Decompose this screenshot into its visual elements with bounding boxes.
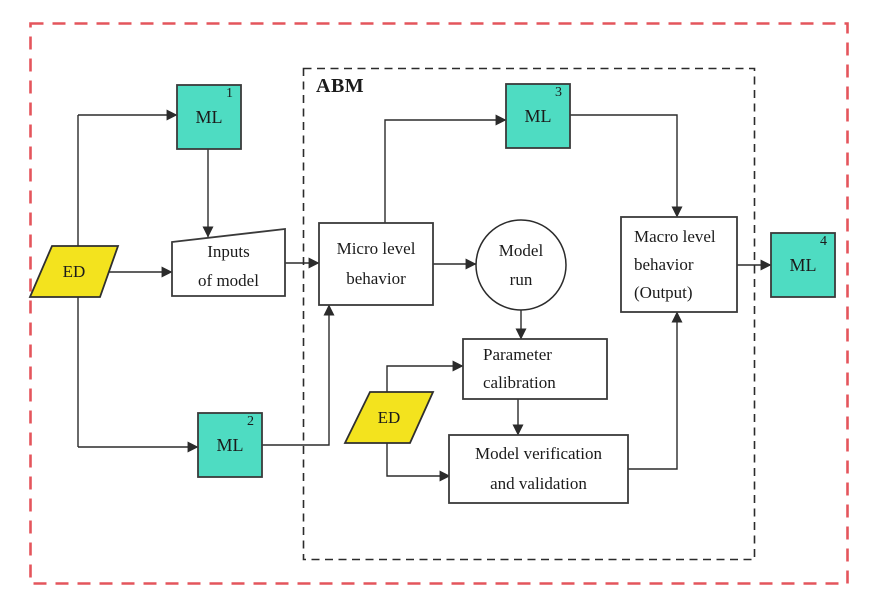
- arrow-verification-to-macro: [628, 311, 683, 470]
- outer-dashed-frame: [29, 22, 849, 585]
- ml2-node: [197, 412, 263, 478]
- ml1-label: ML 1: [177, 85, 241, 149]
- ml4-label: ML 4: [771, 233, 835, 297]
- abm-group-title: ABM: [316, 75, 365, 97]
- parameter-calibration-node: [462, 338, 608, 400]
- arrow-micro-to-ml3: [384, 114, 507, 223]
- macro-level-behavior-node: [620, 216, 738, 313]
- arrow-edabm-to-verification: [386, 443, 451, 482]
- ml1-node: [176, 84, 242, 150]
- ed-abm-node: [343, 391, 435, 444]
- model-verification-node: [448, 434, 629, 504]
- ml2-text: ML: [216, 434, 244, 455]
- abm-boundary: [302, 67, 756, 561]
- ml3-text: ML: [524, 105, 552, 126]
- ml3-label: ML 3: [506, 84, 570, 148]
- ml3-superscript: 3: [555, 85, 562, 100]
- ml4-superscript: 4: [820, 234, 827, 249]
- ml4-node: [770, 232, 836, 298]
- ml1-superscript: 1: [226, 86, 233, 101]
- arrow-ml2-to-micro: [262, 304, 335, 446]
- arrow-edabm-to-parameter: [386, 360, 464, 392]
- arrow-ml3-to-macro: [570, 114, 683, 218]
- ml1-text: ML: [195, 106, 223, 127]
- inputs-of-model-node: [171, 227, 286, 297]
- micro-level-behavior-node: [318, 222, 434, 306]
- ml4-text: ML: [789, 254, 817, 275]
- ml2-label: ML 2: [198, 413, 262, 477]
- model-run-node: [475, 219, 567, 311]
- ed-left-node: [28, 245, 120, 298]
- ml2-superscript: 2: [247, 414, 254, 429]
- ml3-node: [505, 83, 571, 149]
